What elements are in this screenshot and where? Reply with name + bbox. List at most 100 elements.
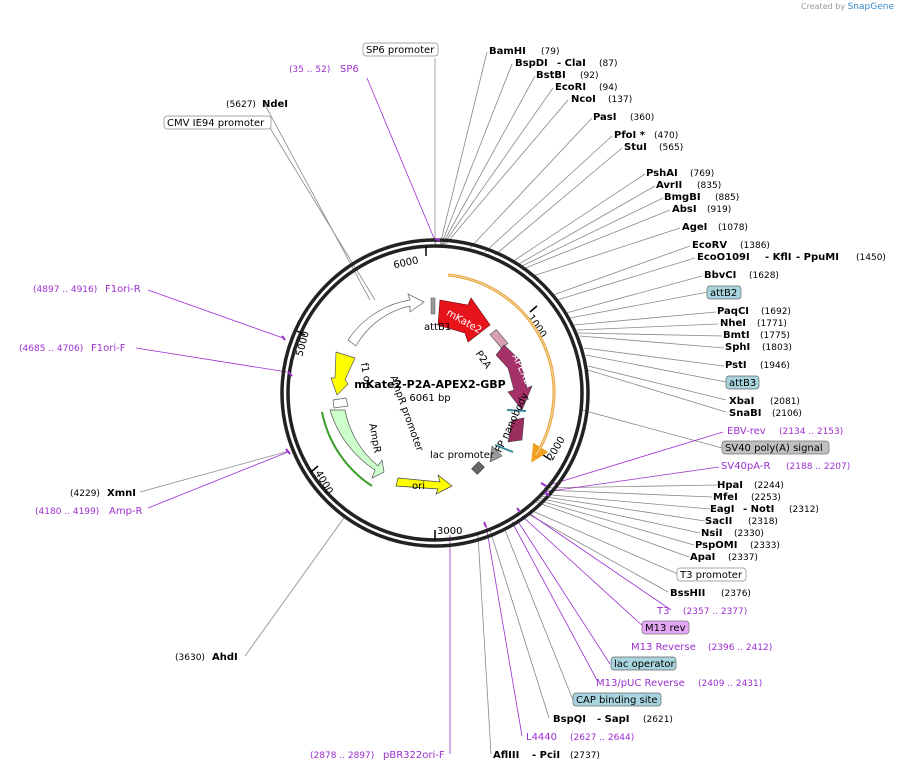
pspomi-label: PspOMI <box>695 540 737 551</box>
xmni-pos: (4229) <box>70 489 100 499</box>
eco0109i-label: EcoO109I <box>697 252 750 263</box>
ebv-rev-pos: (2134 .. 2153) <box>779 427 843 437</box>
nhei-label: NheI <box>720 318 746 329</box>
primer-ticks <box>281 238 550 528</box>
bsshii-pos: (2376) <box>721 589 751 599</box>
pfoi-pos: (470) <box>654 131 678 141</box>
eagi-label: EagI <box>710 504 734 515</box>
mfei-label: MfeI <box>713 492 738 503</box>
sv40pa-r-label: SV40pA-R <box>721 461 770 472</box>
attb1-marker <box>430 297 436 315</box>
afliii-label: AflIII <box>493 750 519 761</box>
t3-label: T3 <box>656 606 669 617</box>
p2a-label: P2A <box>473 349 493 371</box>
apai-label: ApaI <box>690 552 715 563</box>
orf-highlight <box>447 274 555 456</box>
ecori-pos: (94) <box>599 83 617 93</box>
credit-text: Created by <box>801 2 846 11</box>
tick-3000: 3000 <box>437 526 462 537</box>
noti-label: - NotI <box>743 504 774 515</box>
avrii-pos: (835) <box>697 181 721 191</box>
bmgbi-label: BmgBI <box>664 192 701 203</box>
tick-6000: 6000 <box>392 255 419 271</box>
agei-label: AgeI <box>682 222 707 233</box>
ppumi-label: - PpuMI <box>796 252 839 263</box>
m13-reverse-label: M13 Reverse <box>631 642 696 653</box>
eagi-pos: (2312) <box>789 505 819 515</box>
hpai-pos: (2244) <box>754 481 784 491</box>
pasi-pos: (360) <box>630 113 654 123</box>
nsii-label: NsiI <box>701 528 722 539</box>
pspomi-pos: (2333) <box>750 541 780 551</box>
cap-site-box <box>572 692 662 707</box>
tick-4000: 4000 <box>312 469 334 497</box>
l4440-pos: (2627 .. 2644) <box>570 733 634 743</box>
ncoi-pos: (137) <box>608 95 632 105</box>
attb3-marker <box>506 409 527 412</box>
f1ori-r-pos: (4897 .. 4916) <box>33 285 97 295</box>
kfli-label: - KflI <box>765 252 792 263</box>
ampr-label: AmpR <box>366 423 382 454</box>
sacii-pos: (2318) <box>748 517 778 527</box>
stui-label: StuI <box>624 142 647 153</box>
ecorv-label: EcoRV <box>692 240 727 251</box>
stui-pos: (565) <box>659 143 683 153</box>
lac-operator-box <box>610 656 677 671</box>
ebv-rev-label: EBV-rev <box>727 426 766 437</box>
hpai-label: HpaI <box>717 480 743 491</box>
snabi-label: SnaBI <box>729 408 761 419</box>
apex2-feature <box>495 344 533 411</box>
avrii-label: AvrII <box>656 180 682 191</box>
t3-promoter-box <box>676 567 747 582</box>
bamhi-pos: (79) <box>541 47 559 57</box>
bspdi-label: BspDI <box>515 58 548 69</box>
pcii-label: - PciI <box>532 750 560 761</box>
m13puc-reverse-label: M13/pUC Reverse <box>596 678 685 689</box>
orf-arrow <box>447 273 556 463</box>
sv40-polya-box <box>721 440 830 455</box>
m13-rev-box <box>641 620 690 635</box>
bstbi-label: BstBI <box>536 70 566 81</box>
sp6-promoter-label: SP6 promoter <box>366 45 435 56</box>
bspqi-label: BspQI <box>553 714 586 725</box>
paqci-label: PaqCI <box>717 306 749 317</box>
cmv-promoter-arrow <box>347 293 425 347</box>
attb3-box <box>725 375 760 390</box>
tick-2000: 2000 <box>545 435 567 463</box>
ampr-promoter-feature <box>332 397 349 409</box>
bmgbi-pos: (885) <box>715 193 739 203</box>
pbr322ori-f-label: pBR322ori-F <box>383 750 445 761</box>
bstbi-pos: (92) <box>580 71 598 81</box>
ndei-pos: (5627) <box>226 100 256 110</box>
pshai-pos: (769) <box>690 169 714 179</box>
sp6-promoter-box <box>362 42 439 57</box>
pasi-label: PasI <box>593 112 616 123</box>
snabi-pos: (2106) <box>772 409 802 419</box>
leader-lines <box>139 51 727 755</box>
sapi-label: - SapI <box>597 714 629 725</box>
bmti-label: BmtI <box>723 330 750 341</box>
mkate2-feature <box>437 297 491 343</box>
t3-promoter-label: T3 promoter <box>679 570 743 581</box>
eco-pos: (1450) <box>856 253 886 263</box>
xmni-label: XmnI <box>107 488 136 499</box>
m13-rev-label: M13 rev <box>645 623 686 634</box>
l4440-label: L4440 <box>526 732 557 743</box>
m13puc-reverse-pos: (2409 .. 2431) <box>698 679 762 689</box>
sphi-pos: (1803) <box>762 343 792 353</box>
nhei-pos: (1771) <box>757 319 787 329</box>
ahdi-pos: (3630) <box>175 653 205 663</box>
bsshii-label: BssHII <box>670 588 705 599</box>
ncoi-label: NcoI <box>571 94 596 105</box>
ndei-label: NdeI <box>262 99 288 110</box>
ori-feature <box>395 474 453 495</box>
amp-r-label: Amp-R <box>109 506 143 517</box>
f1ori-f-label: F1ori-F <box>91 343 126 354</box>
xbai-pos: (2081) <box>770 397 800 407</box>
snapgene-logo: SnapGene <box>847 2 894 12</box>
bbvci-label: BbvCI <box>704 270 736 281</box>
apai-pos: (2337) <box>728 553 758 563</box>
sv40-polya-label: SV40 poly(A) signal <box>725 443 823 454</box>
credit: Created by SnapGene <box>801 2 894 12</box>
